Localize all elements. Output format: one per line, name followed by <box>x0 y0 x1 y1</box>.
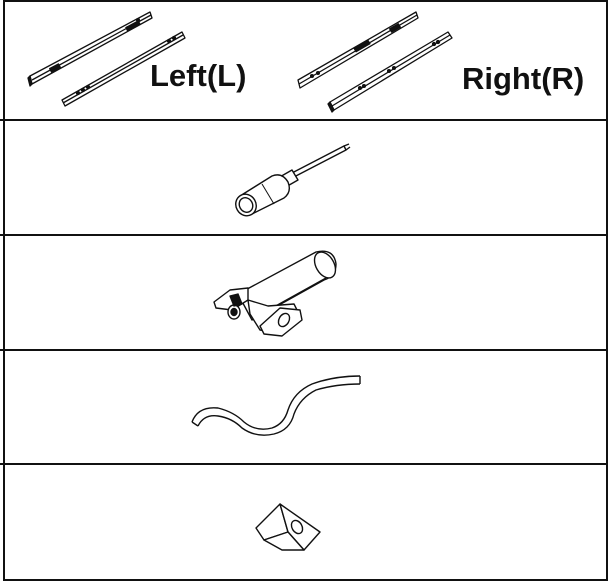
right-drawer-slide-icon <box>294 6 464 116</box>
right-slide-label: Right(R) <box>462 61 585 96</box>
row-divider <box>0 234 608 236</box>
table-border-top <box>4 0 608 2</box>
left-slide-label: Left(L) <box>150 58 247 93</box>
row-divider <box>0 349 608 351</box>
corner-bracket-icon <box>252 492 324 554</box>
row-divider <box>0 463 608 465</box>
soft-close-damper-icon <box>208 244 348 344</box>
cable-icon <box>188 372 366 436</box>
screwdriver-icon <box>226 136 356 220</box>
left-drawer-slide-icon <box>26 6 196 116</box>
row-divider <box>0 119 608 121</box>
table-border-bottom <box>4 579 608 581</box>
table-border-left <box>3 0 5 581</box>
table-border-right <box>606 0 608 581</box>
